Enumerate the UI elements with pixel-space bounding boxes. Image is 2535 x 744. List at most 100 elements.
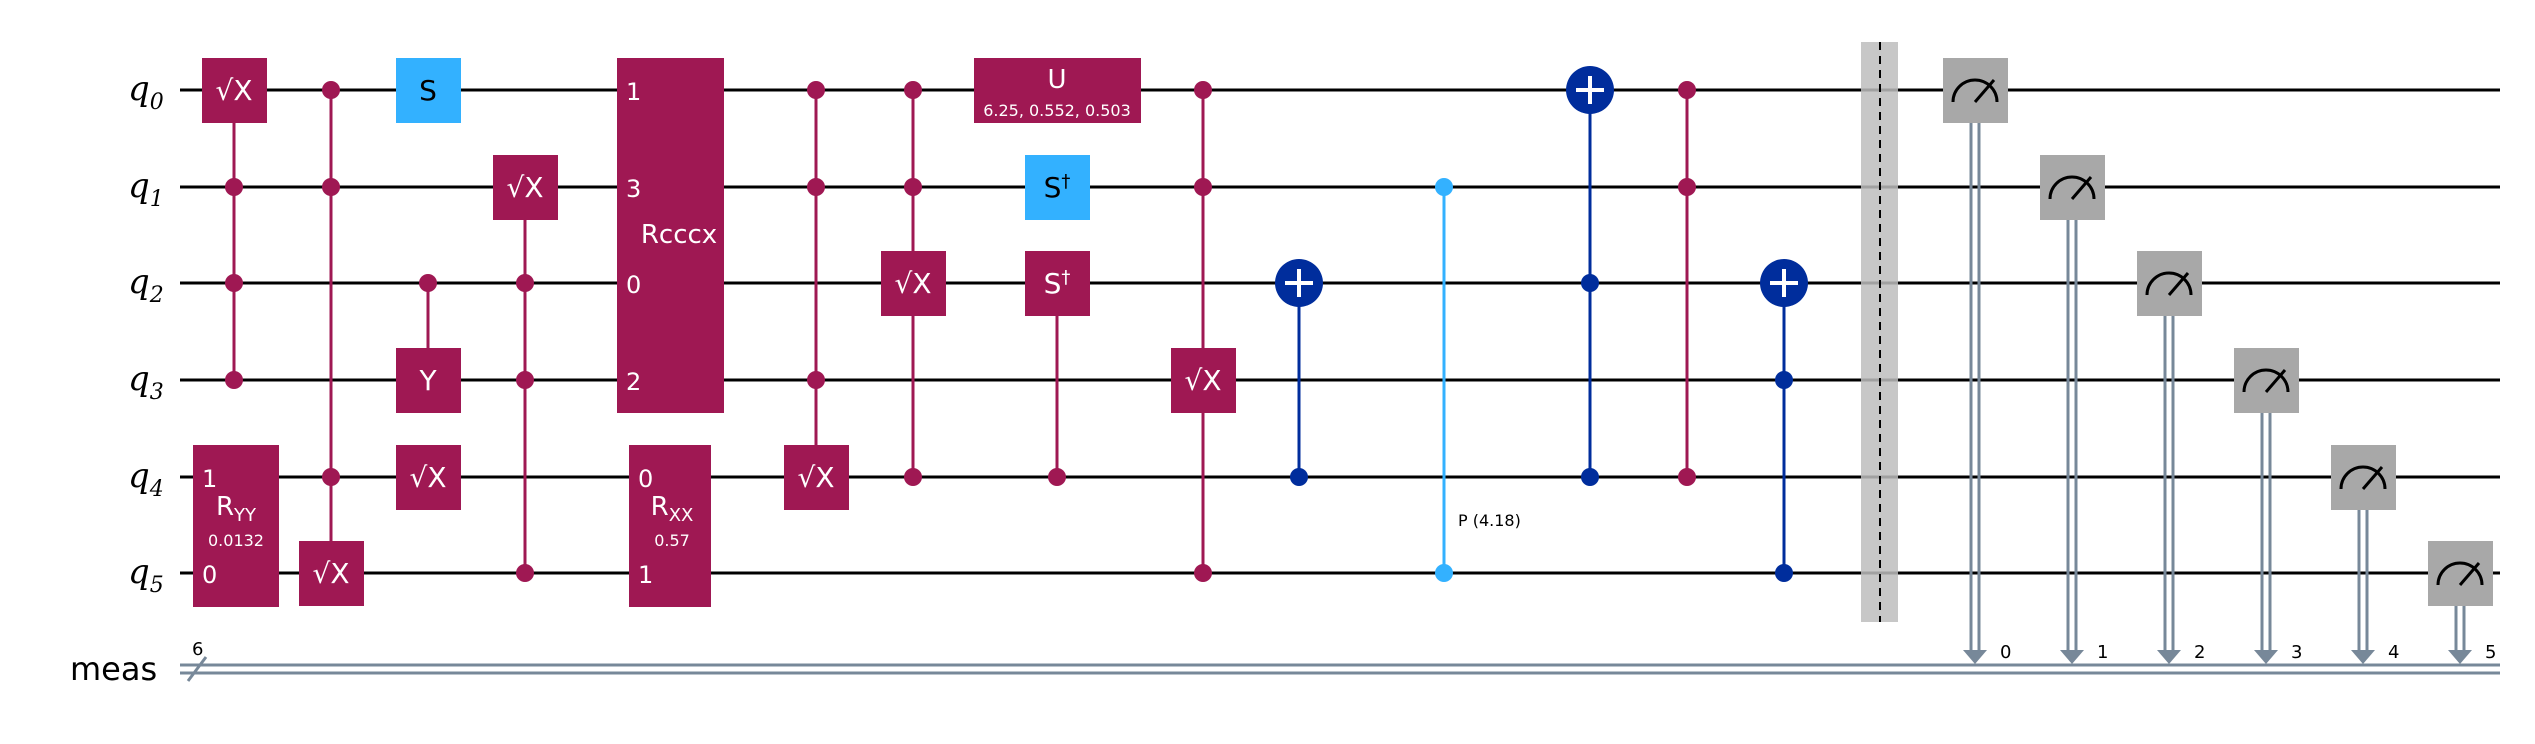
control-dot: [1678, 178, 1696, 196]
csx-multi-3: √X: [881, 81, 946, 486]
measure-q1: 1: [2040, 155, 2108, 664]
control-dot: [225, 371, 243, 389]
label-q0: q0: [128, 69, 164, 115]
measure-meter-icon: [2145, 271, 2193, 296]
svg-text:1: 1: [638, 561, 653, 589]
control-dot: [516, 564, 534, 582]
control-dot: [1048, 468, 1066, 486]
measure-q4: 4: [2331, 445, 2399, 664]
classical-register-wire: 6: [180, 639, 2500, 682]
control-dot: [1581, 468, 1599, 486]
measure-meter-icon: [2339, 465, 2387, 490]
measure-q5: 5: [2428, 541, 2496, 664]
svg-text:0: 0: [2000, 642, 2011, 663]
measure-q3: 3: [2234, 348, 2302, 664]
wire-labels: q0 q1 q2 q3 q4 q5 meas: [70, 69, 164, 688]
cz-multi-2: [322, 81, 340, 573]
label-meas: meas: [70, 650, 157, 688]
control-dot: [1435, 564, 1453, 582]
control-dot: [904, 178, 922, 196]
svg-text:√X: √X: [797, 461, 834, 494]
control-dot: [1775, 371, 1793, 389]
creg-bundle-slash: [186, 656, 208, 682]
svg-text:RYY: RYY: [216, 492, 257, 526]
control-dot: [904, 468, 922, 486]
barrier: [1861, 42, 1898, 622]
control-dot: [1290, 468, 1308, 486]
svg-text:1: 1: [2097, 642, 2108, 663]
control-dot: [322, 178, 340, 196]
csx-multi-4: √X: [1171, 81, 1236, 582]
control-dot: [516, 371, 534, 389]
ccx-gate-2: [1760, 259, 1808, 582]
svg-text:0: 0: [626, 271, 641, 299]
csx-multi-2: √X: [784, 81, 849, 510]
control-dot: [807, 178, 825, 196]
measurements: 0 1 2 3: [1943, 58, 2496, 664]
svg-text:0.57: 0.57: [654, 531, 690, 550]
cz-multi-1: [225, 90, 243, 389]
control-dot: [516, 274, 534, 292]
measure-meter-icon: [2048, 175, 2096, 200]
cnot-gate-1: [1275, 259, 1323, 486]
control-dot: [1581, 274, 1599, 292]
control-dot: [225, 178, 243, 196]
ryy-gate: 1 0 RYY 0.0132: [193, 445, 279, 607]
csdg-gate: S†: [1025, 251, 1090, 486]
sx-gate-q0-a: √X: [202, 58, 267, 123]
svg-text:0: 0: [638, 465, 653, 493]
ccx-gate-1: [1566, 66, 1614, 486]
cy-gate: Y: [396, 274, 461, 413]
svg-text:S†: S†: [1044, 171, 1071, 204]
control-dot: [1194, 564, 1212, 582]
svg-text:1: 1: [202, 465, 217, 493]
control-dot: [807, 371, 825, 389]
svg-text:0: 0: [202, 561, 217, 589]
sx-gate-q5-a: √X: [299, 541, 364, 606]
control-dot: [1194, 178, 1212, 196]
sx-gate-q4-a: √X: [396, 445, 461, 510]
control-dot: [807, 81, 825, 99]
svg-text:√X: √X: [409, 461, 446, 494]
svg-text:Y: Y: [418, 364, 437, 397]
svg-text:U: U: [1047, 65, 1066, 95]
rcccx-gate: 1 3 0 2 Rcccx: [617, 58, 724, 413]
svg-text:3: 3: [626, 175, 641, 203]
qubit-wires: [180, 88, 2500, 575]
svg-text:6.25, 0.552, 0.503: 6.25, 0.552, 0.503: [983, 101, 1131, 120]
label-q4: q4: [128, 456, 164, 502]
label-q5: q5: [128, 552, 164, 598]
svg-text:√X: √X: [894, 267, 931, 300]
svg-text:√X: √X: [1184, 364, 1221, 397]
measure-meter-icon: [2242, 368, 2290, 393]
measure-meter-icon: [1951, 78, 1999, 103]
cz-multi-3: [1678, 81, 1696, 486]
control-dot: [1435, 178, 1453, 196]
svg-text:RXX: RXX: [651, 492, 694, 526]
svg-text:S: S: [419, 74, 437, 107]
svg-text:P (4.18): P (4.18): [1458, 511, 1521, 530]
measure-q0: 0: [1943, 58, 2011, 664]
rxx-gate: 0 1 RXX 0.57: [629, 445, 711, 607]
control-dot: [1678, 468, 1696, 486]
svg-text:Rcccx: Rcccx: [641, 220, 717, 250]
control-dot: [1678, 81, 1696, 99]
control-dot: [322, 81, 340, 99]
control-dot: [1775, 564, 1793, 582]
control-dot: [904, 81, 922, 99]
control-dot: [225, 274, 243, 292]
svg-text:3: 3: [2291, 642, 2302, 663]
label-q3: q3: [128, 359, 164, 405]
svg-text:√X: √X: [506, 171, 543, 204]
s-gate-q0: S: [396, 58, 461, 123]
measure-q2: 2: [2137, 251, 2205, 664]
svg-text:S†: S†: [1044, 267, 1071, 300]
svg-text:√X: √X: [312, 557, 349, 590]
control-dot: [1194, 81, 1212, 99]
csx-multi-1: √X: [493, 155, 558, 582]
measure-meter-icon: [2436, 561, 2484, 586]
svg-text:5: 5: [2485, 642, 2496, 663]
svg-text:√X: √X: [215, 74, 252, 107]
sdg-gate-q1: S†: [1025, 155, 1090, 220]
